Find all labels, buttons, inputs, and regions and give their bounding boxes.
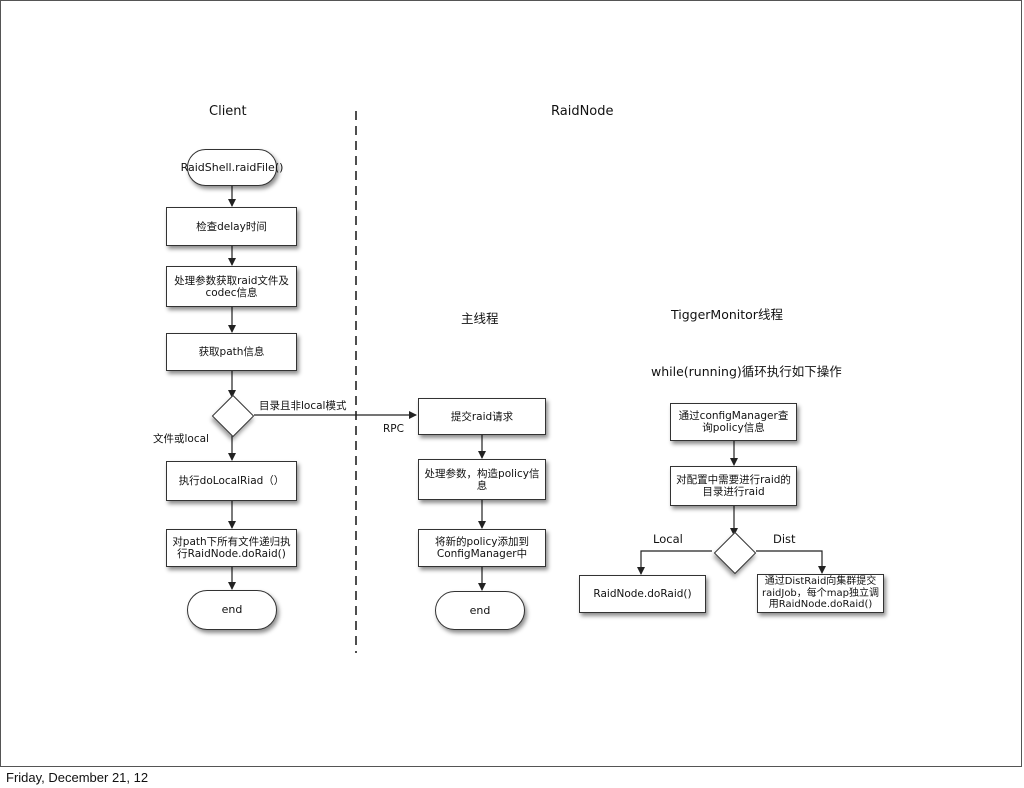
node-check-delay: 检查delay时间 xyxy=(166,207,297,246)
node-get-path: 获取path信息 xyxy=(166,333,297,371)
label-dist-branch: Dist xyxy=(773,532,796,546)
arrow-local-branch xyxy=(637,550,712,575)
heading-monitor-thread: TiggerMonitor线程 xyxy=(671,307,783,322)
arrow-dist-branch xyxy=(756,550,826,574)
slide-canvas: Client RaidNode 主线程 TiggerMonitor线程 whil… xyxy=(0,0,1022,767)
node-client-end: end xyxy=(187,590,277,630)
loop-caption: while(running)循环执行如下操作 xyxy=(651,364,842,379)
node-distraid-submit: 通过DistRaid向集群提交raidJob，每个map独立调用RaidNode… xyxy=(757,574,884,613)
heading-main-thread: 主线程 xyxy=(461,311,499,326)
node-add-policy: 将新的policy添加到ConfigManager中 xyxy=(418,529,546,567)
heading-raidnode: RaidNode xyxy=(551,104,614,119)
node-recursive-doraid: 对path下所有文件递归执行RaidNode.doRaid() xyxy=(166,529,297,567)
node-raidshell-start: RaidShell.raidFile() xyxy=(181,149,283,186)
node-main-end: end xyxy=(435,591,525,630)
connector-layer xyxy=(228,111,826,653)
node-build-policy: 处理参数，构造policy信息 xyxy=(418,459,546,500)
node-parse-args: 处理参数获取raid文件及codec信息 xyxy=(166,266,297,307)
node-query-policy: 通过configManager查询policy信息 xyxy=(670,403,797,441)
node-raid-directories: 对配置中需要进行raid的目录进行raid xyxy=(670,466,797,506)
label-file-or-local: 文件或local xyxy=(153,433,209,445)
label-directory-nonlocal: 目录且非local模式 xyxy=(259,400,347,412)
node-submit-raid-request: 提交raid请求 xyxy=(418,398,546,435)
node-local-doraid: RaidNode.doRaid() xyxy=(579,575,706,613)
footer-date: Friday, December 21, 12 xyxy=(6,770,149,785)
node-do-local-raid: 执行doLocalRiad（） xyxy=(166,461,297,501)
label-local-branch: Local xyxy=(653,532,683,546)
heading-client: Client xyxy=(209,104,247,119)
label-rpc: RPC xyxy=(383,423,404,435)
